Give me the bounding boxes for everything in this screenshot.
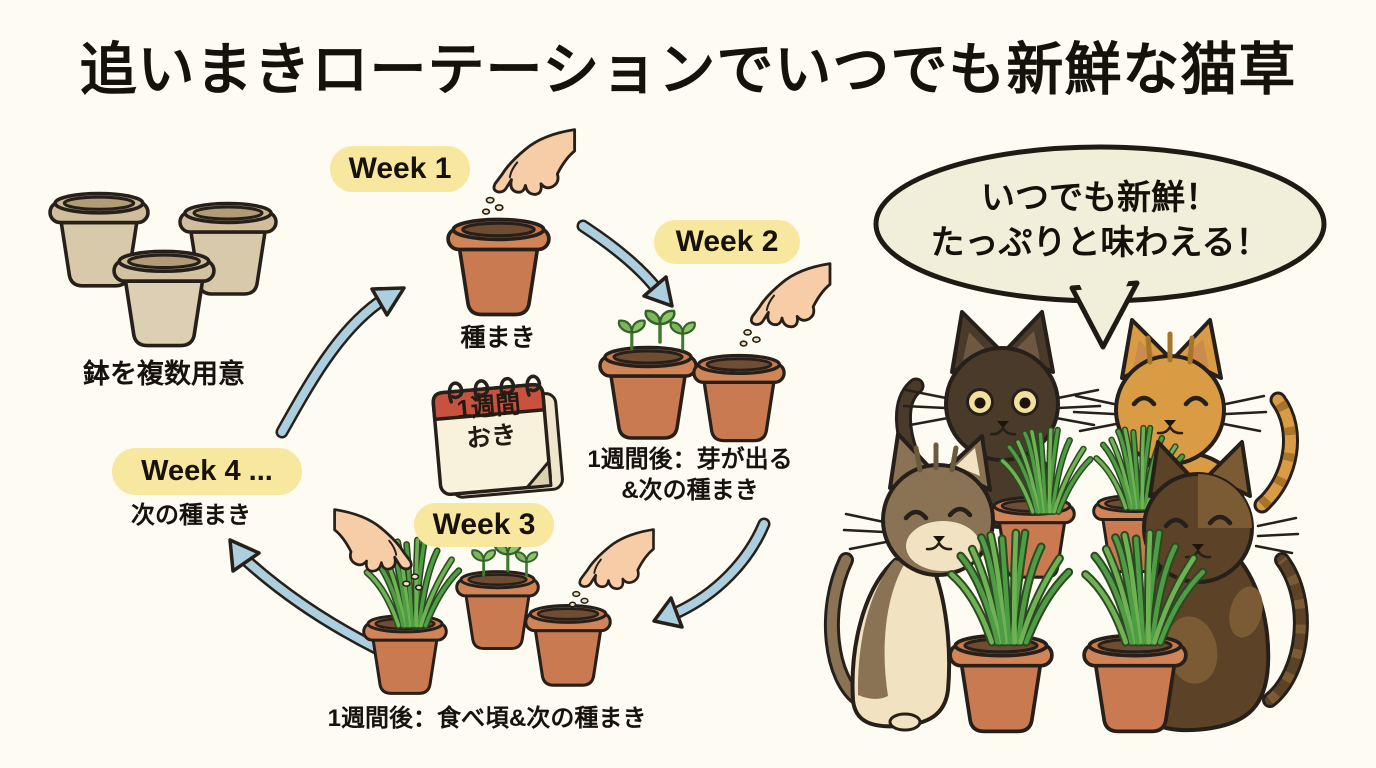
- sprout-icon: [669, 320, 697, 351]
- week2-caption-line2: &次の種まき: [621, 477, 759, 504]
- week2-scene: [598, 262, 832, 443]
- pot-icon: [598, 345, 698, 440]
- tortie-cat-icon: [1136, 440, 1309, 733]
- arrow-week2-to-week3-icon: [652, 517, 771, 629]
- week4-caption: 次の種まき: [131, 502, 251, 529]
- page-title: 追いまきローテーションでいつでも新鮮な猫草: [79, 38, 1297, 102]
- speech-bubble-line2: たっぷりと味わえる！: [930, 224, 1270, 262]
- week3-badge: Week 3: [414, 503, 554, 547]
- bicolor-cat-icon: [823, 432, 995, 732]
- calendar-icon: [431, 374, 564, 499]
- pot-icon: [455, 570, 540, 650]
- arrow-week1-to-week2-icon: [576, 219, 674, 308]
- week1-badge: Week 1: [330, 146, 470, 192]
- week3-caption: 1週間後：食べ頃&次の種まき: [327, 705, 647, 732]
- sowing-hand-icon: [739, 262, 832, 348]
- sprout-icon: [617, 319, 647, 351]
- sowing-hand-icon: [568, 528, 655, 609]
- speech-bubble: [873, 144, 1327, 350]
- prepare-caption: 鉢を複数用意: [83, 359, 245, 389]
- week1-caption: 種まき: [460, 324, 536, 352]
- arrow-week3-to-week4-icon: [228, 538, 387, 657]
- week2-caption-line1: 1週間後：芽が出る: [587, 446, 793, 473]
- pot-icon: [524, 604, 612, 687]
- week4-badge: Week 4 ...: [112, 448, 302, 495]
- pot-icon: [948, 633, 1054, 734]
- pot-icon: [692, 353, 786, 443]
- speech-bubble-line1: いつでも新鮮！: [981, 179, 1219, 217]
- pot-icon: [446, 217, 551, 317]
- sowing-hand-icon: [481, 128, 577, 216]
- week2-caption: 1週間後：芽が出る &次の種まき: [570, 444, 810, 506]
- empty-pots-icon: [48, 191, 278, 348]
- speech-bubble-text: いつでも新鮮！ たっぷりと味わえる！: [888, 176, 1312, 266]
- arrow-prepare-to-week1-icon: [275, 286, 406, 439]
- week2-badge: Week 2: [654, 220, 800, 264]
- calendar-label: 1週間 おき: [442, 388, 539, 456]
- cats-scene: [823, 310, 1309, 734]
